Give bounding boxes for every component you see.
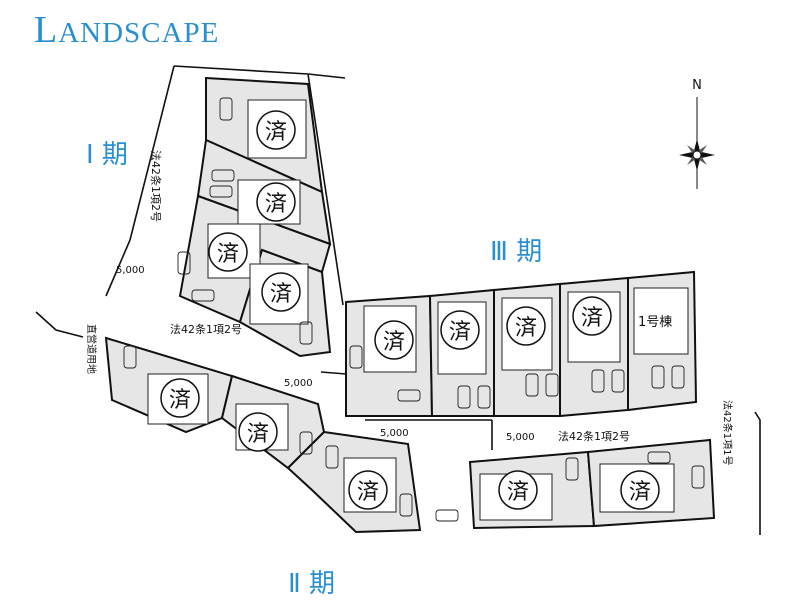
road-label-mid: 法42条1項2号 bbox=[170, 322, 242, 336]
page-title: LANDSCAPE bbox=[34, 9, 220, 51]
sold-mark-phase3-b: 済 bbox=[440, 310, 480, 350]
dimension-4: 5,000 bbox=[506, 432, 535, 443]
sold-mark-phase1-c: 済 bbox=[208, 232, 248, 272]
lot-1-label: 1号棟 bbox=[638, 315, 672, 330]
svg-text:済: 済 bbox=[507, 480, 529, 505]
phase-2-label: Ⅱ 期 bbox=[288, 569, 336, 599]
dimension-1: 5,000 bbox=[116, 265, 145, 276]
compass-icon: N bbox=[679, 78, 715, 189]
compass-north-label: N bbox=[692, 78, 702, 93]
road-label-private: 直営道用地 bbox=[85, 324, 98, 374]
sold-mark-phase1-a: 済 bbox=[256, 110, 296, 150]
svg-text:済: 済 bbox=[265, 120, 287, 145]
sold-mark-phase2-b: 済 bbox=[238, 412, 278, 452]
svg-text:済: 済 bbox=[169, 388, 191, 413]
svg-text:済: 済 bbox=[581, 306, 603, 331]
svg-text:済: 済 bbox=[270, 282, 292, 307]
sold-mark-phase3-d: 済 bbox=[572, 296, 612, 336]
sold-mark-phase2-d: 済 bbox=[498, 470, 538, 510]
sold-mark-phase1-d: 済 bbox=[261, 272, 301, 312]
sold-mark-phase2-c: 済 bbox=[348, 470, 388, 510]
dimension-3: 5,000 bbox=[380, 428, 409, 439]
svg-text:済: 済 bbox=[629, 480, 651, 505]
road-label-1-2-2: 法42条1項2号 bbox=[149, 150, 163, 222]
sold-mark-phase3-c: 済 bbox=[506, 306, 546, 346]
phase-1-label: Ⅰ 期 bbox=[86, 140, 128, 170]
road-label-east: 法42条1項2号 bbox=[558, 429, 630, 443]
sold-mark-phase1-b: 済 bbox=[256, 182, 296, 222]
svg-text:済: 済 bbox=[449, 320, 471, 345]
svg-text:済: 済 bbox=[265, 192, 287, 217]
svg-text:済: 済 bbox=[383, 330, 405, 355]
road-labels: 法42条1項2号 直営道用地 法42条1項2号 法42条1項2号 法42条1項1… bbox=[85, 150, 734, 465]
dimension-labels: 5,000 5,000 5,000 5,000 bbox=[116, 265, 535, 443]
svg-text:済: 済 bbox=[357, 480, 379, 505]
svg-text:済: 済 bbox=[217, 242, 239, 267]
svg-text:済: 済 bbox=[515, 316, 537, 341]
phase-3-label: Ⅲ 期 bbox=[490, 237, 543, 267]
svg-text:済: 済 bbox=[247, 422, 269, 447]
road-edges bbox=[35, 65, 761, 535]
sold-mark-phase2-a: 済 bbox=[160, 378, 200, 418]
sold-marks: 済 済 済 済 済 済 済 済 済 済 済 済 済 bbox=[160, 110, 660, 510]
sold-mark-phase3-a: 済 bbox=[374, 320, 414, 360]
dimension-2: 5,000 bbox=[284, 378, 313, 389]
parking-cars bbox=[123, 97, 705, 522]
road-label-1-1: 法42条1項1号 bbox=[721, 400, 734, 465]
sold-mark-phase2-e: 済 bbox=[620, 470, 660, 510]
